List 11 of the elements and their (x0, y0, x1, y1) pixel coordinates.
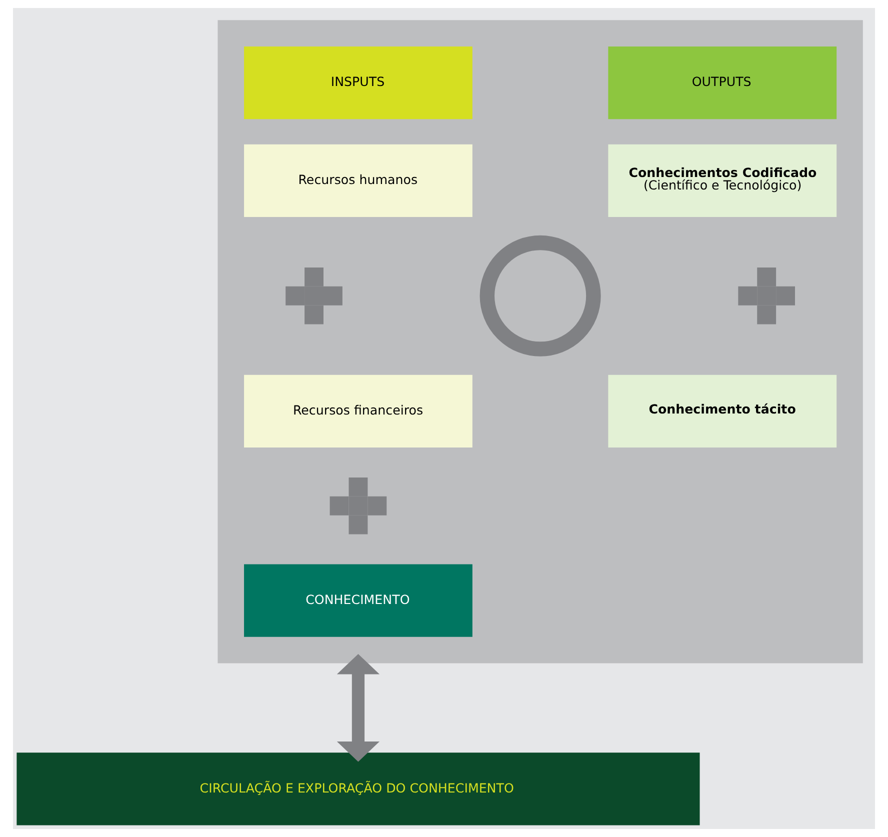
node-box: OUTPUTS (608, 46, 837, 120)
node-box: CIRCULAÇÃO E EXPLORAÇÃO DO CONHECIMENTO (16, 752, 700, 826)
node-circle (480, 235, 601, 356)
node-box: Recursos humanos (244, 144, 472, 217)
cluster (218, 20, 863, 664)
node-box: INSPUTS (244, 46, 472, 120)
node-box: CONHECIMENTO (244, 564, 472, 637)
node-box: Conhecimento tácito (608, 374, 837, 448)
node-box: Conhecimentos Codificado (Científico e Tecnológico) (608, 144, 837, 217)
arrow (336, 654, 380, 762)
node-box: Recursos financeiros (244, 374, 472, 448)
